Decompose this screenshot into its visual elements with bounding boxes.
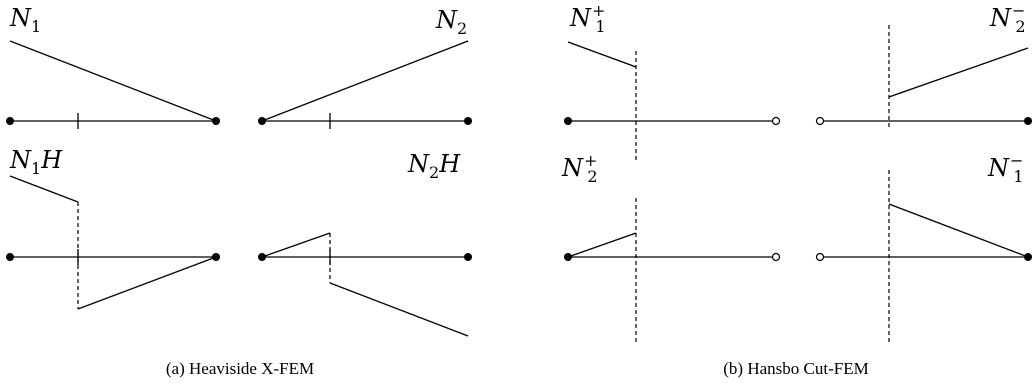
cutfem-n2-plus-element [564,198,781,342]
node-dot [564,253,572,261]
ghost-node-circle [771,116,781,126]
node-dot [212,253,220,261]
caption-panel-a: (a) Heaviside X-FEM [166,359,314,378]
label-n2-plus: N+2 [561,151,598,186]
shape-function-curve [261,40,469,122]
shape-function-curve [261,232,331,258]
node-dot [258,117,266,125]
node-dot [6,253,14,261]
node-dot [6,117,14,125]
shape-function-curve [329,282,469,337]
shape-function-curve [888,47,1029,98]
label-n1h: N1H [9,146,63,178]
label-n2h: N2H [407,150,461,182]
shape-function-curve [9,40,217,122]
node-dot [1024,253,1032,261]
ghost-node-circle [771,252,781,262]
caption-panel-b: (b) Hansbo Cut-FEM [723,359,868,378]
node-dot [564,117,572,125]
xfem-n2h-element [258,232,472,337]
node-dot [464,117,472,125]
node-dot [464,253,472,261]
xfem-n2-element [258,40,472,129]
label-n2: N2 [435,6,467,38]
label-n2-minus: N−2 [989,1,1026,36]
node-dot [258,253,266,261]
node-dot [212,117,220,125]
shape-function-curve [9,175,79,203]
shape-function-curve [567,232,637,258]
node-dot [1024,117,1032,125]
label-n1-plus: N+1 [569,1,606,36]
label-n1-minus: N−1 [987,151,1024,186]
ghost-node-circle [815,116,825,126]
xfem-n1-element [6,40,220,129]
cutfem-n1-plus-element [564,41,781,163]
cutfem-n1-minus-element [815,170,1032,342]
ghost-node-circle [815,252,825,262]
cutfem-n2-minus-element [815,25,1032,129]
shape-function-curve [567,41,637,68]
panel-hansbo-cutfem: N+1 N−2 N+2 N−1 (b) Hansbo Cut [561,1,1032,378]
panel-heaviside-xfem: N1 N2 N1H [6,4,472,378]
label-n1: N1 [9,4,41,36]
shape-function-curve [77,256,217,310]
shape-function-curve [888,203,1029,258]
xfem-n1h-element [6,175,220,310]
